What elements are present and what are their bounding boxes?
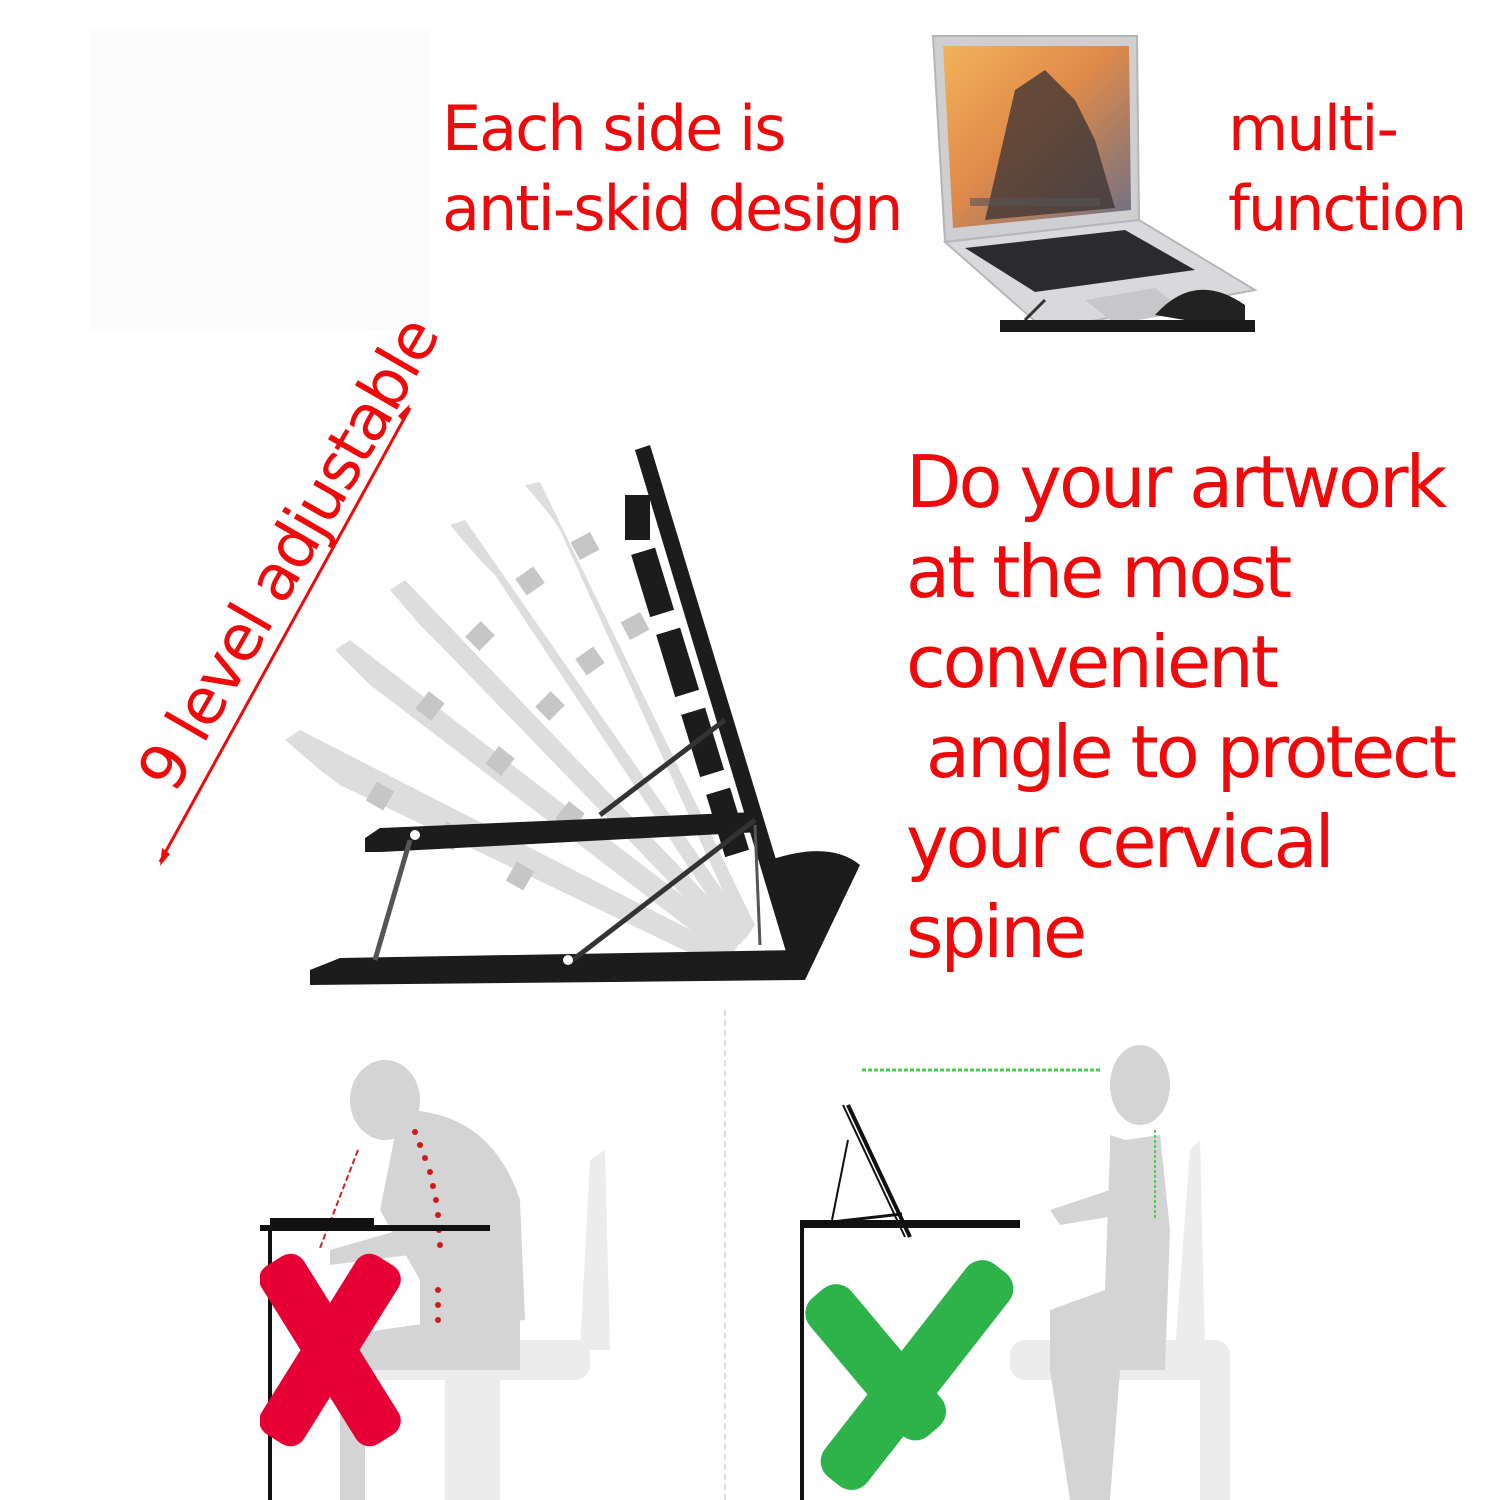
laptop-on-stand-icon xyxy=(931,35,1258,332)
wrong-posture-illustration xyxy=(260,1060,610,1500)
description-line-6: spine xyxy=(906,890,1087,974)
background-panel xyxy=(90,30,430,330)
caption-multifunction-line2: function xyxy=(1228,172,1467,245)
description-line-4: angle to protect xyxy=(906,710,1457,794)
adjustable-stand-angles-icon xyxy=(285,445,860,985)
caption-anti-skid-line2: anti-skid design xyxy=(442,172,903,245)
description-line-2: at the most xyxy=(906,530,1292,614)
caption-multifunction-line1: multi- xyxy=(1228,92,1399,165)
description-line-1: Do your artwork xyxy=(906,440,1447,524)
description-line-3: convenient xyxy=(906,620,1279,704)
panel-divider xyxy=(724,1010,726,1500)
caption-anti-skid-line1: Each side is xyxy=(442,92,787,165)
description-line-5: your cervical xyxy=(906,800,1335,884)
check-mark-icon xyxy=(805,1260,1014,1490)
double-arrow-icon xyxy=(158,404,412,866)
x-mark-icon xyxy=(260,1253,401,1447)
correct-posture-illustration xyxy=(800,1045,1230,1500)
